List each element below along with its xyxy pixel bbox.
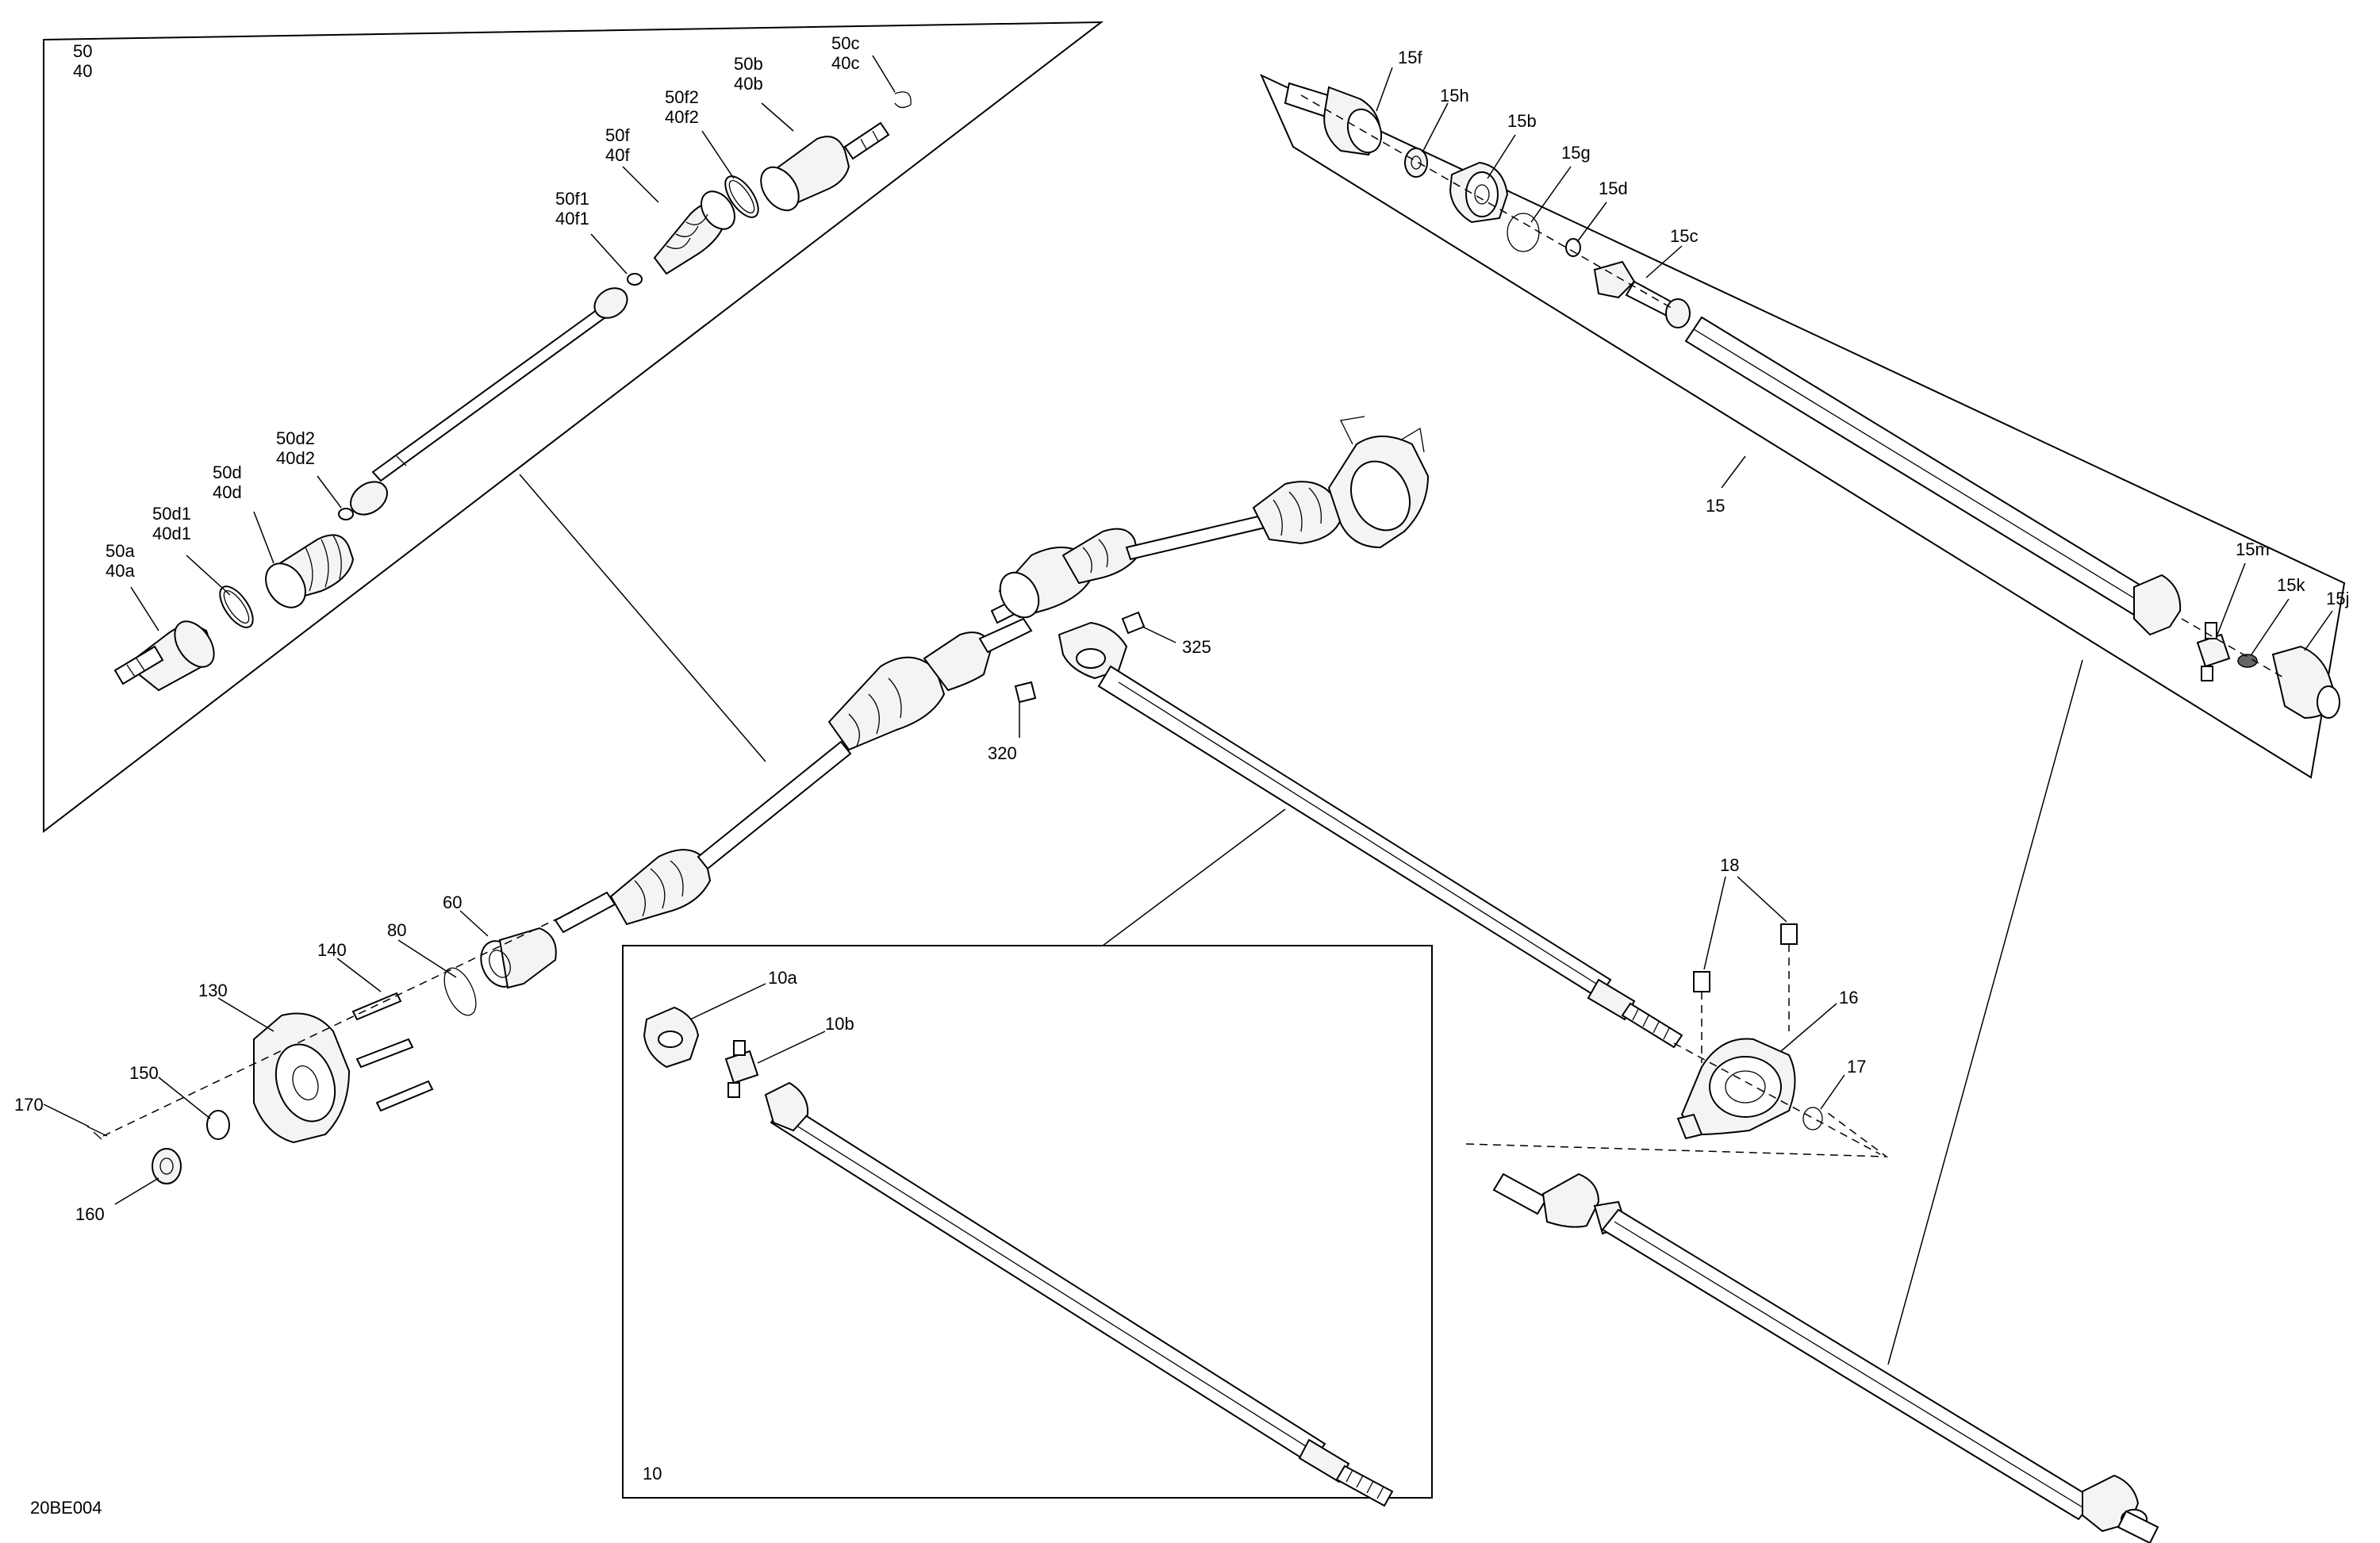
label-130: 130	[198, 981, 228, 1000]
cv-shaft-detail-frame	[43, 21, 1104, 834]
label-80: 80	[387, 920, 406, 940]
label-140: 140	[317, 940, 347, 960]
label-40f: 40f	[605, 145, 630, 165]
label-170: 170	[14, 1095, 44, 1115]
label-40f1: 40f1	[555, 209, 589, 228]
dashed-hidden-frame	[1465, 1110, 1889, 1157]
connector-lines	[519, 474, 2083, 1365]
label-320: 320	[988, 743, 1017, 763]
label-50f: 50f	[605, 125, 630, 145]
label-325: 325	[1182, 637, 1211, 657]
label-40d: 40d	[213, 482, 242, 502]
label-50f1: 50f1	[555, 189, 589, 209]
label-40f2: 40f2	[665, 107, 699, 127]
propshaft-15-exploded	[1284, 82, 2340, 720]
label-15f: 15f	[1398, 48, 1422, 67]
label-40a: 40a	[106, 561, 135, 581]
leader-lines	[43, 55, 2333, 1205]
label-15j: 15j	[2326, 589, 2349, 608]
label-15h: 15h	[1440, 86, 1469, 106]
front-driveshaft-detail-frame	[622, 945, 1433, 1499]
front-drive-shaft-assembly	[1014, 611, 1683, 1049]
label-50d2: 50d2	[276, 428, 315, 448]
label-18: 18	[1720, 855, 1739, 875]
label-15m: 15m	[2236, 539, 2270, 559]
label-15k: 15k	[2277, 575, 2305, 595]
cv-shaft-exploded	[113, 91, 912, 692]
label-50d: 50d	[213, 463, 242, 482]
label-50d1: 50d1	[152, 504, 191, 524]
label-15b: 15b	[1507, 111, 1537, 131]
label-60: 60	[443, 892, 462, 912]
label-40d1: 40d1	[152, 524, 191, 543]
detail-50-number: 50	[73, 41, 92, 61]
label-40d2: 40d2	[276, 448, 315, 468]
label-160: 160	[75, 1204, 105, 1224]
rear-propshaft-detail-frame	[1259, 73, 2346, 779]
front-driveshaft-detail-parts	[643, 1006, 1394, 1507]
callout-labels: 20BE004 10 50 40 50c 40c 50b 40b 50f2 40…	[14, 33, 2349, 1518]
label-15d: 15d	[1599, 178, 1628, 198]
label-40b: 40b	[734, 74, 763, 94]
label-16: 16	[1839, 988, 1858, 1008]
label-10a: 10a	[768, 968, 797, 988]
label-15g: 15g	[1561, 143, 1591, 163]
label-150: 150	[129, 1063, 159, 1083]
rear-propshaft-assembly	[1492, 1173, 2159, 1543]
main-halfshaft-assembly	[554, 416, 1430, 934]
hub-bearing-parts	[86, 908, 580, 1184]
label-50b: 50b	[734, 54, 763, 74]
label-40c: 40c	[831, 53, 859, 73]
label-15c: 15c	[1670, 226, 1698, 246]
label-50a: 50a	[106, 541, 135, 561]
label-50f2: 50f2	[665, 87, 699, 107]
drawing-code: 20BE004	[30, 1498, 102, 1518]
detail-10-number: 10	[643, 1464, 662, 1484]
label-50c: 50c	[831, 33, 859, 53]
centre-bearing-assembly	[1673, 923, 1881, 1155]
frames	[43, 21, 2346, 1499]
label-15: 15	[1706, 496, 1725, 516]
label-10b: 10b	[825, 1014, 854, 1034]
label-17: 17	[1847, 1057, 1866, 1077]
detail-40-number: 40	[73, 61, 92, 81]
